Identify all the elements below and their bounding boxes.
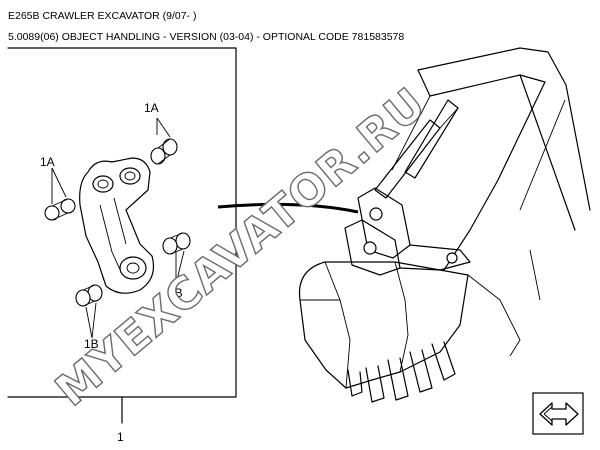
callout-1b-left: 1B [84,337,99,351]
bushing-1b-right [162,232,191,255]
bushing-1a-top-right [150,138,178,165]
callout-1b-right: 1B [168,286,183,300]
next-page-button[interactable] [532,392,584,435]
callout-assembly-1: 1 [117,430,124,444]
diagram-subtitle: 5.0089(06) OBJECT HANDLING - VERSION (03… [8,31,405,43]
diagram-title: E265B CRAWLER EXCAVATOR (9/07- ) [8,10,197,22]
callout-1a-left: 1A [40,155,55,169]
callout-1a-top: 1A [144,101,159,115]
link-part [79,157,155,294]
reference-leader [217,202,359,214]
callout-leaders [51,117,185,339]
bushing-1b-left [75,284,103,307]
bushing-1a-left [44,198,76,221]
exploded-view-frame [7,47,237,424]
double-arrow-right-icon [539,402,579,426]
excavator-arm-drawing [298,47,591,403]
